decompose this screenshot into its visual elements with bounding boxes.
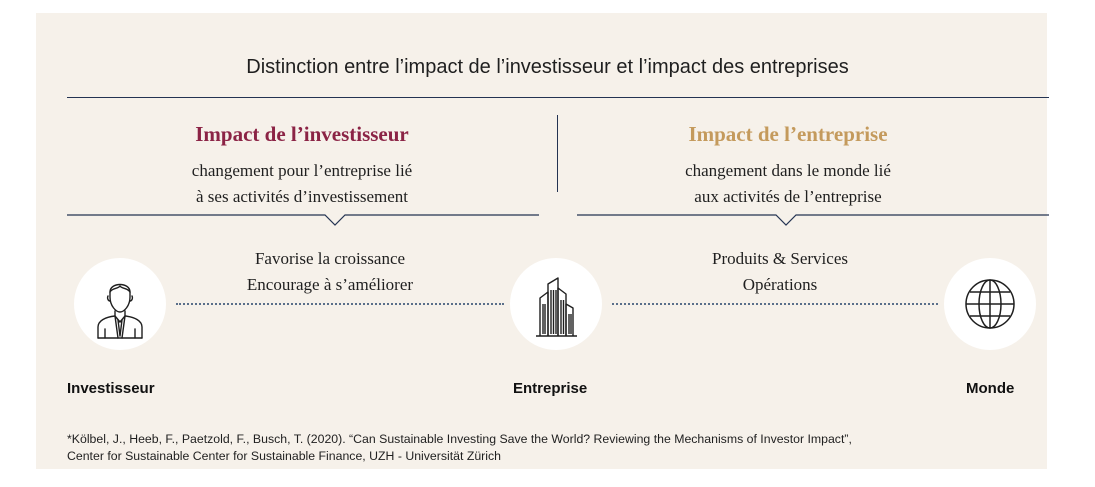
company-desc-line-1: changement dans le monde lié bbox=[685, 161, 891, 180]
company-impact-description: changement dans le monde lié aux activit… bbox=[578, 158, 998, 210]
globe-icon bbox=[965, 279, 1015, 329]
investor-company-connector bbox=[176, 303, 504, 305]
world-node bbox=[944, 258, 1036, 350]
company-impact-heading: Impact de l’entreprise bbox=[688, 122, 888, 146]
company-desc-line-2: aux activités de l’entreprise bbox=[694, 187, 882, 206]
company-bracket-line bbox=[577, 214, 1049, 226]
investor-desc-line-2: à ses activités d’investissement bbox=[196, 187, 408, 206]
company-label: Entreprise bbox=[513, 380, 588, 397]
footnote-line-2: Center for Sustainable Center for Sustai… bbox=[67, 449, 501, 463]
diagram-title: Distinction entre l’impact de l’investis… bbox=[246, 56, 849, 78]
buildings-icon bbox=[536, 277, 577, 337]
investor-impact-description: changement pour l’entreprise lié à ses a… bbox=[67, 158, 537, 210]
diagram-panel bbox=[36, 13, 1047, 469]
investor-to-company-labels: Favorise la croissance Encourage à s’amé… bbox=[190, 246, 470, 298]
investor-impact-heading: Impact de l’investisseur bbox=[195, 122, 409, 146]
connector-label-growth: Favorise la croissance bbox=[254, 249, 406, 268]
connector-label-operations: Opérations bbox=[742, 275, 818, 294]
company-world-connector bbox=[612, 303, 938, 305]
connector-label-improve: Encourage à s’améliorer bbox=[246, 275, 414, 294]
investor-bracket-line bbox=[67, 214, 539, 226]
investor-icon bbox=[97, 283, 143, 339]
investor-label: Investisseur bbox=[67, 380, 155, 397]
connector-label-products: Produits & Services bbox=[712, 249, 848, 268]
investor-node bbox=[74, 258, 166, 350]
company-node bbox=[510, 258, 602, 350]
column-divider bbox=[557, 115, 558, 192]
world-label: Monde bbox=[966, 380, 1015, 397]
investor-desc-line-1: changement pour l’entreprise lié bbox=[191, 161, 413, 180]
source-footnote: *Kölbel, J., Heeb, F., Paetzold, F., Bus… bbox=[67, 431, 1057, 465]
footnote-line-1: *Kölbel, J., Heeb, F., Paetzold, F., Bus… bbox=[67, 432, 852, 446]
title-rule bbox=[67, 97, 1049, 98]
company-to-world-labels: Produits & Services Opérations bbox=[640, 246, 920, 298]
